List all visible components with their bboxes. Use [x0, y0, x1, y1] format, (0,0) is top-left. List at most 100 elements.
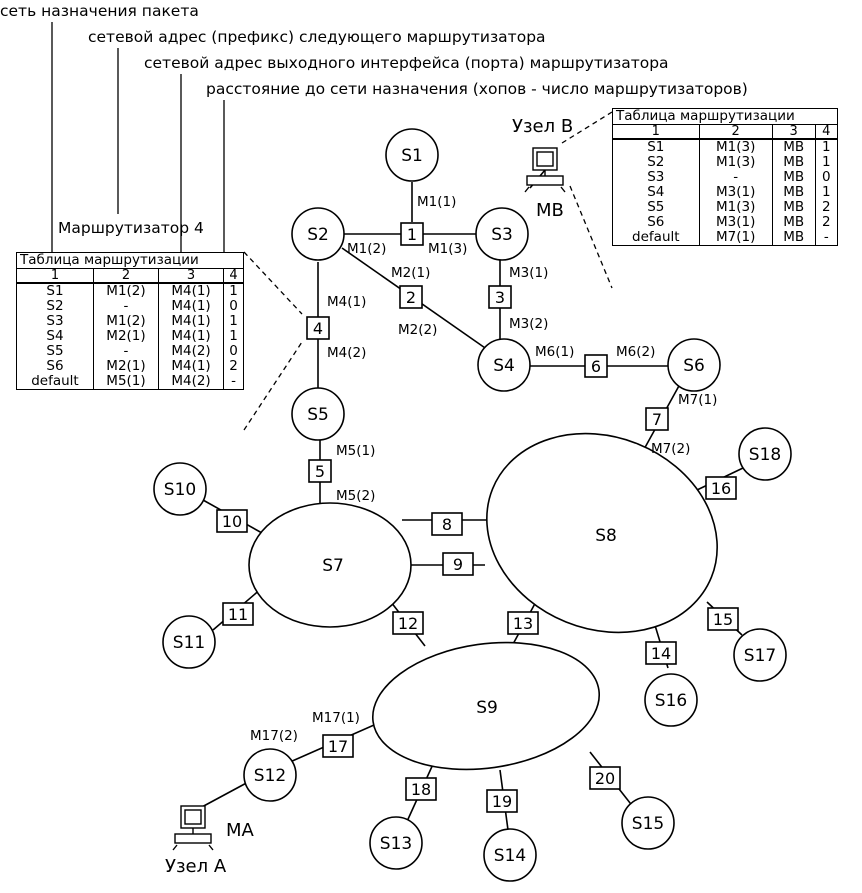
router-13-label: 13 [513, 614, 533, 633]
table-cell: MB [771, 200, 816, 215]
router-6-label: 6 [591, 357, 601, 376]
router-18 [405, 777, 437, 801]
label-s5: S5 [307, 405, 329, 425]
label-s12: S12 [254, 766, 286, 786]
table-cell: 0 [223, 344, 244, 359]
table-cell: M4(1) [157, 359, 225, 374]
router-19 [486, 789, 518, 813]
legend-destination-network: сеть назначения пакета [0, 2, 199, 20]
table-cell: MB [771, 170, 816, 185]
router-20-label: 20 [595, 769, 615, 788]
label-s10: S10 [164, 480, 196, 500]
column-header: 3 [771, 124, 816, 140]
network-s15 [621, 796, 675, 850]
table-cell: M4(1) [157, 283, 225, 299]
table-cell: S1 [16, 283, 94, 299]
port-m4-2: M4(2) [327, 345, 366, 361]
label-s8: S8 [595, 526, 617, 546]
network-s1 [385, 128, 439, 182]
host-a-label: Узел A [165, 856, 227, 877]
port-m1-1: M1(1) [417, 194, 456, 210]
table-row: S5-M4(2)0 [16, 344, 244, 359]
table-cell: S2 [612, 155, 700, 170]
router-9 [442, 552, 474, 576]
router-16 [705, 476, 737, 500]
port-m4-1: M4(1) [327, 294, 366, 310]
network-s5 [291, 387, 345, 441]
table-cell: M1(3) [698, 155, 773, 170]
router-15 [707, 607, 739, 631]
table-cell: - [92, 344, 160, 359]
table-cell: 2 [814, 200, 839, 215]
network-s10 [153, 462, 207, 516]
table-cell: M3(1) [698, 185, 773, 200]
table-cell: 1 [814, 155, 839, 170]
router-12-label: 12 [398, 614, 418, 633]
router-14-label: 14 [651, 644, 671, 663]
port-m3-1: M3(1) [509, 265, 548, 281]
column-header: 3 [157, 268, 225, 284]
table-cell: M3(1) [698, 215, 773, 230]
table-cell: M4(1) [157, 329, 225, 344]
port-m1-2: M1(2) [347, 241, 386, 257]
router-5 [308, 459, 332, 483]
network-s14 [483, 828, 537, 882]
host-b-label: Узел B [512, 116, 573, 137]
network-s2 [291, 207, 345, 261]
router-1-label: 1 [407, 225, 417, 244]
routing-table-title: Таблица маршрутизации [612, 108, 838, 125]
label-s4: S4 [493, 356, 515, 376]
table-cell: 1 [814, 139, 839, 155]
router-4-label: 4 [313, 319, 323, 338]
port-m7-2: M7(2) [651, 441, 690, 457]
router-7 [645, 407, 669, 431]
label-s6: S6 [683, 356, 705, 376]
label-s18: S18 [749, 445, 781, 465]
table-cell: 1 [814, 185, 839, 200]
table-cell: S5 [612, 200, 700, 215]
router-9-label: 9 [453, 555, 463, 574]
column-header: 4 [814, 124, 839, 140]
table-cell: S6 [16, 359, 94, 374]
router-17 [322, 734, 354, 758]
table-cell: MB [771, 230, 816, 246]
table-cell: S5 [16, 344, 94, 359]
table-cell: MB [771, 155, 816, 170]
router-12 [392, 611, 424, 635]
table-cell: S3 [16, 314, 94, 329]
column-header: 4 [223, 268, 244, 284]
table-cell: M4(2) [157, 344, 225, 359]
table-cell: M1(2) [92, 314, 160, 329]
label-s1: S1 [401, 146, 423, 166]
table-cell: S3 [612, 170, 700, 185]
label-s13: S13 [380, 834, 412, 854]
router-15-label: 15 [713, 610, 733, 629]
port-m17-1: M17(1) [312, 710, 360, 726]
network-s18 [738, 427, 792, 481]
router-5-label: 5 [315, 462, 325, 481]
table-cell: default [16, 374, 94, 390]
router-17-label: 17 [328, 737, 348, 756]
router-1 [400, 222, 424, 246]
table-cell: MB [771, 215, 816, 230]
label-s15: S15 [632, 814, 664, 834]
router-3 [488, 285, 512, 309]
column-header: 2 [92, 268, 160, 284]
table-cell: 2 [814, 215, 839, 230]
port-m7-1: M7(1) [678, 392, 717, 408]
table-cell: S4 [612, 185, 700, 200]
port-m5-2: M5(2) [336, 488, 375, 504]
network-s12 [243, 748, 297, 802]
router-8-label: 8 [442, 515, 452, 534]
